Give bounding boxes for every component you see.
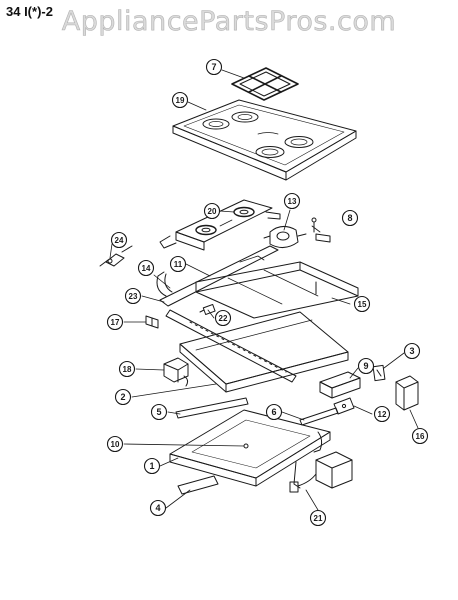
callout-12: 12 — [373, 405, 391, 423]
watermark: AppliancePartsPros.com — [61, 6, 397, 38]
callout-label: 17 — [111, 318, 120, 327]
callout-label: 12 — [378, 410, 387, 419]
valve-regulator — [263, 226, 307, 248]
callout-circle — [171, 91, 189, 109]
callout-label: 21 — [314, 514, 323, 523]
callout-circle — [283, 192, 301, 210]
callout-18: 18 — [118, 360, 136, 378]
bracket-clip — [145, 315, 159, 329]
callout-20: 20 — [203, 202, 221, 220]
callout-circle — [353, 295, 371, 313]
callout-circle — [110, 231, 128, 249]
lower-burner-pan — [169, 409, 331, 487]
spark-igniter — [99, 245, 133, 267]
callout-3: 3 — [403, 342, 421, 360]
callout-label: 8 — [347, 213, 352, 223]
callout-circle — [137, 259, 155, 277]
ignition-module — [395, 375, 419, 411]
orifice-fitting — [199, 303, 216, 315]
gas-valve-assembly — [289, 451, 353, 493]
limit-switch — [372, 364, 386, 382]
callout-19: 19 — [171, 91, 189, 109]
callout-24: 24 — [110, 231, 128, 249]
callout-13: 13 — [283, 192, 301, 210]
thermostat-bulb — [299, 407, 339, 453]
callout-9: 9 — [357, 357, 375, 375]
callout-10: 10 — [106, 435, 124, 453]
callout-label: 14 — [142, 264, 151, 273]
callout-15: 15 — [353, 295, 371, 313]
callout-circle — [205, 58, 223, 76]
callout-label: 19 — [176, 96, 185, 105]
callout-14: 14 — [137, 259, 155, 277]
control-switch — [319, 371, 361, 399]
callout-7: 7 — [205, 58, 223, 76]
burner-grate — [231, 67, 299, 101]
callout-label: 4 — [155, 503, 160, 513]
page-code: 34 I(*)-2 — [6, 4, 53, 19]
callout-label: 23 — [129, 292, 138, 301]
callout-label: 10 — [111, 440, 120, 449]
callout-label: 20 — [208, 207, 217, 216]
callout-label: 11 — [174, 260, 183, 269]
callout-circle — [411, 427, 429, 445]
callout-circle — [118, 360, 136, 378]
callout-circle — [114, 388, 132, 406]
callout-17: 17 — [106, 313, 124, 331]
callout-6: 6 — [265, 403, 283, 421]
callout-2: 2 — [114, 388, 132, 406]
relay-module — [163, 357, 189, 387]
callout-circle — [214, 309, 232, 327]
callout-22: 22 — [214, 309, 232, 327]
callout-11: 11 — [169, 255, 187, 273]
callout-circle — [373, 405, 391, 423]
callout-circle — [150, 403, 168, 421]
callout-circle — [357, 357, 375, 375]
callout-circle — [341, 209, 359, 227]
callout-label: 24 — [115, 236, 124, 245]
rear-frame-bracket — [195, 261, 359, 319]
callout-label: 13 — [288, 197, 297, 206]
callout-label: 16 — [416, 432, 425, 441]
callout-label: 1 — [149, 461, 154, 471]
callout-label: 9 — [363, 361, 368, 371]
callout-label: 18 — [123, 365, 132, 374]
callout-circle — [403, 342, 421, 360]
callout-circle — [169, 255, 187, 273]
callout-label: 6 — [271, 407, 276, 417]
manifold-pipe — [156, 245, 279, 307]
lower-bracket — [177, 475, 219, 495]
callout-circle — [143, 457, 161, 475]
callout-label: 2 — [120, 392, 125, 402]
callout-21: 21 — [309, 509, 327, 527]
callout-23: 23 — [124, 287, 142, 305]
callout-16: 16 — [411, 427, 429, 445]
callout-circle — [106, 313, 124, 331]
callout-circle — [265, 403, 283, 421]
callout-label: 15 — [358, 300, 367, 309]
callout-5: 5 — [150, 403, 168, 421]
upper-baffle — [179, 311, 349, 393]
leader-lines — [109, 69, 419, 511]
callout-label: 3 — [409, 346, 414, 356]
callout-4: 4 — [149, 499, 167, 517]
callout-circle — [106, 435, 124, 453]
callout-label: 22 — [219, 314, 228, 323]
burner-rod — [175, 397, 249, 419]
callout-1: 1 — [143, 457, 161, 475]
callout-circle — [124, 287, 142, 305]
callout-circle — [203, 202, 221, 220]
callout-label: 5 — [156, 407, 161, 417]
main-cooktop — [172, 99, 357, 181]
callout-circle — [149, 499, 167, 517]
valve-clip — [311, 217, 331, 243]
callout-circle — [309, 509, 327, 527]
top-burner-assembly — [159, 199, 281, 251]
oven-burner-tube — [165, 309, 297, 383]
callout-8: 8 — [341, 209, 359, 227]
callout-label: 7 — [211, 62, 216, 72]
